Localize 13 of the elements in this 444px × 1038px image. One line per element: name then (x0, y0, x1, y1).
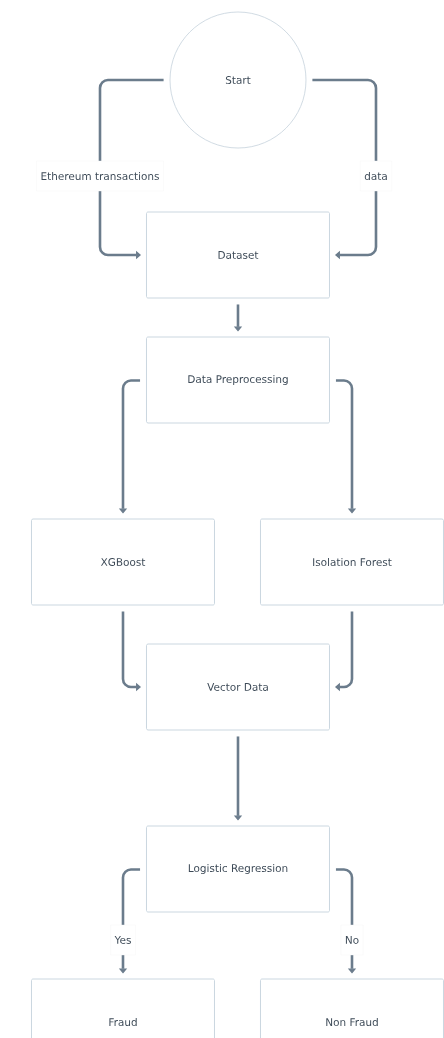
process-box: Isolation Forest (260, 518, 444, 606)
arrow (312, 78, 378, 260)
edge-label: Ethereum transactions (36, 160, 164, 192)
edge-label: Yes (110, 924, 136, 956)
process-box: Dataset (146, 211, 330, 299)
process-box: Data Preprocessing (146, 336, 330, 424)
process-box: Logistic Regression (146, 825, 330, 913)
edge-label: data (360, 160, 392, 192)
process-box: XGBoost (31, 518, 215, 606)
process-box: Fraud (31, 978, 215, 1038)
edge-label: No (340, 924, 364, 956)
process-box: Non Fraud (260, 978, 444, 1038)
process-box: Vector Data (146, 643, 330, 731)
